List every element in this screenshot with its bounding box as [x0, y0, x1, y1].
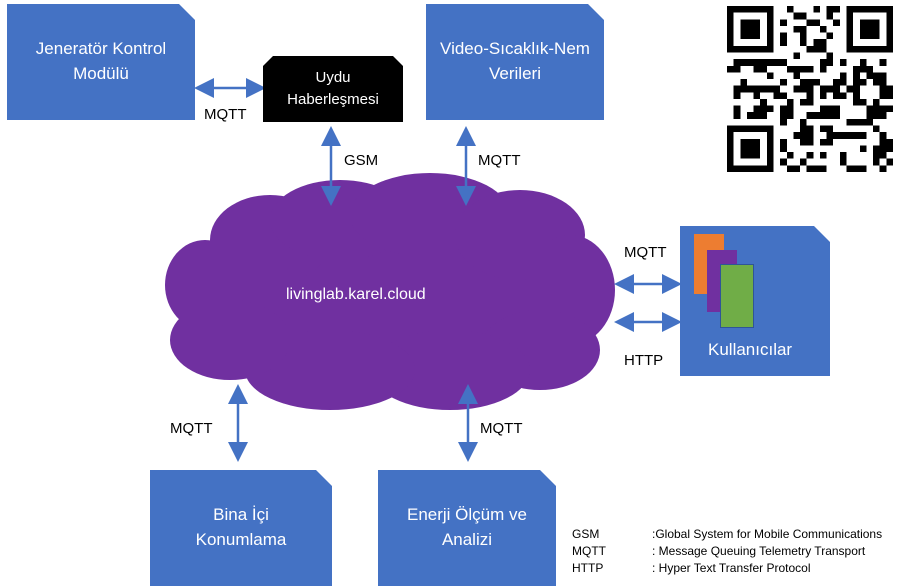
indoor-line1: Bina İçi: [213, 505, 269, 525]
generator-line2: Modülü: [73, 64, 129, 83]
legend-row: HTTP : Hyper Text Transfer Protocol: [572, 560, 882, 577]
satellite-line1: Uydu: [315, 68, 351, 86]
label-video-cloud: MQTT: [478, 152, 521, 169]
legend-abbr: HTTP: [572, 561, 604, 575]
satellite-line2: Haberleşmesi: [287, 91, 379, 108]
qr-code-icon: [727, 6, 893, 172]
video-line1: Video-Sıcaklık-Nem: [440, 39, 590, 59]
label-generator-satellite: MQTT: [204, 106, 247, 123]
energy-box: Enerji Ölçüm ve Analizi: [378, 470, 556, 586]
energy-line2: Analizi: [441, 530, 493, 549]
legend-desc: :Global System for Mobile Communications: [652, 527, 883, 541]
label-energy-cloud: MQTT: [480, 420, 523, 437]
video-line2: Verileri: [489, 64, 541, 83]
legend-abbr: MQTT: [572, 544, 606, 558]
legend-row: MQTT : Message Queuing Telemetry Transpor…: [572, 543, 882, 560]
legend-row: GSM :Global System for Mobile Communicati…: [572, 526, 882, 543]
legend-desc: : Hyper Text Transfer Protocol: [652, 561, 811, 575]
generator-line1: Jeneratör Kontrol: [35, 39, 167, 59]
label-indoor-cloud: MQTT: [170, 420, 213, 437]
label-users-bottom: HTTP: [624, 352, 664, 369]
users-label: Kullanıcılar: [708, 340, 793, 359]
label-satellite-cloud: GSM: [344, 152, 379, 169]
energy-line1: Enerji Ölçüm ve: [407, 505, 527, 525]
satellite-box: Uydu Haberleşmesi: [263, 56, 403, 122]
card-green: [720, 264, 754, 328]
legend-desc: : Message Queuing Telemetry Transport: [652, 544, 866, 558]
label-users-top: MQTT: [624, 244, 667, 261]
abbreviation-legend: GSM :Global System for Mobile Communicati…: [572, 526, 882, 577]
indoor-line2: Konumlama: [195, 530, 287, 549]
cloud-label: livinglab.karel.cloud: [286, 286, 426, 303]
legend-abbr: GSM: [572, 527, 600, 541]
cloud-shape: [165, 173, 615, 410]
